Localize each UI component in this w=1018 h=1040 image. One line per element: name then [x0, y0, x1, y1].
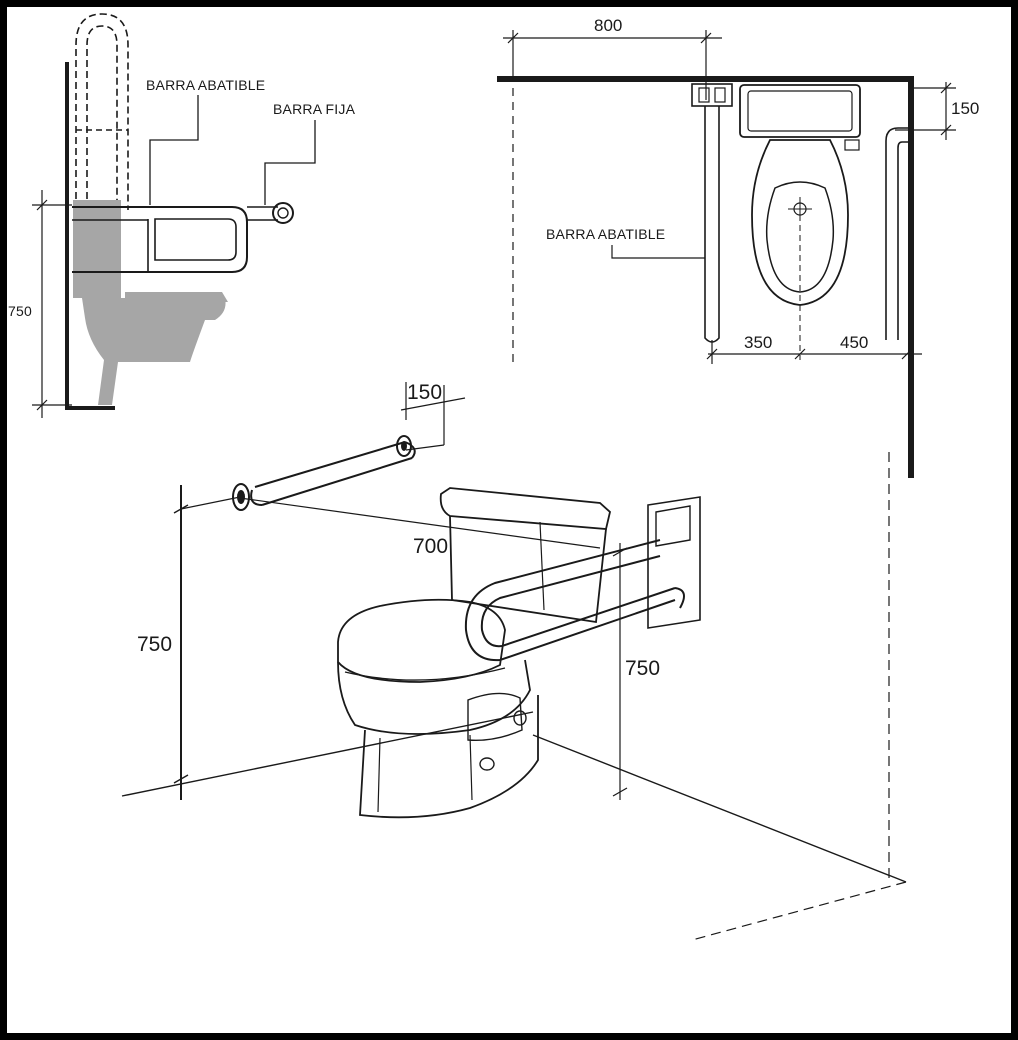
fixed-bar-flange: [272, 202, 294, 224]
iso-fixed-bar-flange-left: [232, 483, 250, 511]
label-iso-right-750: 750: [625, 657, 660, 680]
plan-offset-dim-tick-bottom: [940, 124, 952, 136]
plan-toilet-bowl-inner: [765, 181, 835, 293]
iso-right-height-tick-top: [612, 547, 628, 557]
plan-toilet-tank: [739, 84, 861, 138]
label-plan-450: 450: [840, 333, 868, 352]
iso-fixed-bar-end-left: [250, 489, 263, 506]
folding-bar-lowered-inner: [154, 218, 237, 261]
iso-pedestal-skirt: [467, 692, 523, 741]
plan-fixed-bar: [885, 127, 911, 340]
iso-toilet-bowl: [337, 659, 531, 735]
iso-folding-bar-hinge: [655, 505, 691, 547]
plan-bottom-dim-tick-mid: [794, 348, 806, 360]
label-iso-150: 150: [407, 381, 442, 404]
iso-folding-bar-inner: [480, 555, 676, 648]
leader-barra-fija: [264, 120, 316, 205]
iso-folding-bar-end: [674, 587, 685, 609]
plan-folding-bar-bracket: [691, 83, 733, 107]
side-height-dim-tick-bottom: [36, 399, 48, 411]
plan-folding-bar: [704, 106, 720, 343]
plan-toilet-bowl-outer: [751, 139, 849, 306]
plan-width-dim-tick-left: [507, 32, 519, 44]
iso-floor-edge-dashed: [691, 881, 907, 941]
iso-tank-edge: [539, 521, 545, 611]
iso-left-height-ext: [180, 496, 241, 510]
label-barra-abatible-side: BARRA ABATIBLE: [146, 77, 265, 93]
label-plan-800: 800: [594, 16, 622, 35]
label-side-height-750: 750: [8, 303, 32, 319]
fixed-bar-flange-inner: [277, 207, 289, 219]
folding-bar-raised-outer: [75, 13, 129, 210]
side-toilet-silhouette: [73, 200, 228, 405]
iso-floor-bolt-front: [479, 757, 495, 771]
label-plan-150: 150: [951, 99, 979, 118]
iso-right-height-tick-bottom: [612, 787, 628, 797]
side-height-dim-tick-top: [36, 199, 48, 211]
folding-bar-raised-inner: [86, 25, 118, 210]
iso-fixed-bar-flange-right-inner: [401, 441, 407, 451]
iso-length-dim-line: [239, 497, 601, 549]
plan-flush-handle: [844, 139, 860, 151]
iso-fixed-bar: [254, 441, 413, 506]
iso-folding-bar-wall-plate: [647, 496, 701, 629]
label-iso-left-750: 750: [137, 633, 172, 656]
plan-offset-dim-tick-top: [940, 82, 952, 94]
iso-floor-edge-right: [532, 734, 907, 883]
plan-view: [497, 30, 956, 478]
iso-pedestal-edges: [377, 734, 473, 813]
iso-offset-dim-line: [400, 397, 466, 411]
iso-fixed-bar-flange-left-inner: [237, 490, 245, 504]
plan-width-dim-tick-right: [700, 32, 712, 44]
plan-folding-bar-hinge-right: [714, 87, 726, 103]
iso-toilet-tank-lid: [439, 487, 611, 530]
leader-barra-abatible-plan: [611, 245, 705, 259]
leader-barra-abatible-side: [149, 95, 199, 205]
iso-toilet-seat-lid: [337, 598, 506, 683]
iso-left-height-tick-bottom: [173, 774, 189, 784]
label-barra-fija: BARRA FIJA: [273, 101, 356, 117]
plan-toilet-tank-lid: [747, 90, 853, 132]
iso-folding-bar-outer: [464, 539, 676, 662]
isometric-view: [121, 382, 907, 941]
iso-floor-bolt-right: [513, 710, 527, 726]
iso-toilet-tank-body: [449, 515, 607, 624]
plan-folding-bar-hinge-left: [698, 87, 710, 103]
iso-fixed-bar-end-right: [404, 441, 416, 459]
plan-bottom-dim-tick-left: [706, 348, 718, 360]
iso-length-dim-ext: [405, 444, 445, 451]
plan-bottom-dim-tick-right: [901, 348, 913, 360]
folding-bar-lowered-outer: [72, 206, 248, 273]
iso-floor-edge-left: [121, 711, 534, 797]
iso-seat-rim: [344, 667, 506, 681]
iso-toilet-pedestal: [359, 695, 539, 819]
label-iso-700: 700: [413, 535, 448, 558]
side-elevation-view: [32, 13, 316, 418]
label-barra-abatible-plan: BARRA ABATIBLE: [546, 226, 665, 242]
label-plan-350: 350: [744, 333, 772, 352]
